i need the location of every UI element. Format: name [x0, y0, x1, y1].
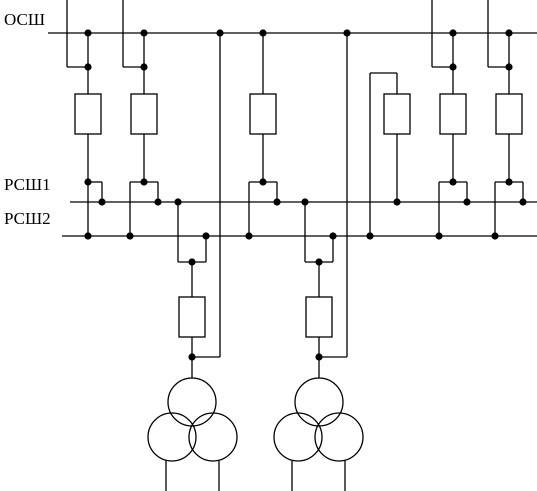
feeder-1-switch	[74, 93, 102, 135]
label-osh: ОСШ	[4, 10, 45, 29]
feeder-3	[245, 29, 281, 240]
transformer-1-switch	[178, 296, 206, 338]
feeder-4-switch	[439, 93, 467, 135]
transformer-bay-1	[147, 29, 238, 491]
bus-coupler-switch	[383, 93, 411, 135]
feeder-1	[66, 0, 106, 240]
feeder-2-switch	[130, 93, 158, 135]
transformer-1-icon	[147, 377, 238, 462]
feeder-4	[431, 0, 471, 240]
transformer-2-switch	[305, 296, 333, 338]
transformer-2-icon	[273, 377, 364, 462]
feeder-3-switch	[249, 93, 277, 135]
label-rsh2: РСШ2	[4, 209, 51, 228]
feeder-5-switch	[495, 93, 523, 135]
label-rsh1: РСШ1	[4, 175, 51, 194]
bus-coupler-bay	[366, 72, 411, 240]
feeder-2	[122, 0, 162, 240]
feeder-5	[487, 0, 527, 240]
transformer-bay-2	[273, 29, 364, 491]
